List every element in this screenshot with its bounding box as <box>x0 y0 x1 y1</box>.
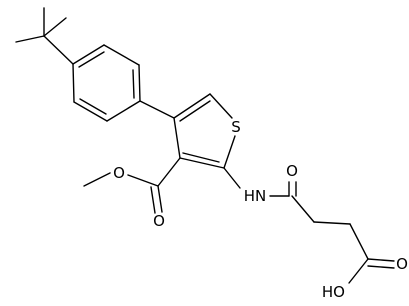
bond-ester-carbonyl-double <box>150 186 156 214</box>
atom-label-ester-carbonyl-oxygen: O <box>153 212 165 230</box>
bond-benzene-6 <box>72 63 75 103</box>
bond-thiophene-c2-c3-inner <box>182 152 220 163</box>
bond-acid-carbonyl-double <box>367 265 395 269</box>
bond-benzene-1-inner <box>78 51 105 68</box>
bond-thiophene-c4-c5-inner <box>179 100 211 122</box>
bond-benzene-3 <box>138 64 141 102</box>
bond-benzene-5-inner <box>79 98 107 115</box>
bond-c2-nitrogen <box>223 167 241 189</box>
atom-label-amide-nitrogen: HN <box>244 187 267 205</box>
bond-lines <box>15 7 395 284</box>
bond-chain-3 <box>349 223 369 260</box>
bond-benzene-5 <box>73 101 108 122</box>
bond-ester-o-methyl <box>83 172 111 187</box>
bond-benzene-4 <box>106 100 141 122</box>
bond-benzene-2 <box>103 44 140 66</box>
atom-label-acid-carbonyl-oxygen: O <box>396 255 408 273</box>
bond-c3-ester-carbon <box>157 157 181 187</box>
bond-acid-carbonyl <box>367 258 395 262</box>
bond-tbu-methyl-left <box>15 35 45 43</box>
bond-thiophene-s-c2 <box>223 135 236 169</box>
atom-label-sulfur: S <box>231 118 241 136</box>
bond-benzene-1 <box>72 44 105 65</box>
bond-thiophene-c5-s <box>209 93 233 119</box>
atom-label-amide-oxygen: O <box>286 162 298 180</box>
bond-chain-1 <box>291 195 315 223</box>
bond-thiophene-c3-c4 <box>173 117 181 159</box>
bond-chain-2 <box>313 221 351 225</box>
bond-thiophene-c4-c5 <box>173 93 211 119</box>
atom-label-acid-hydroxyl: HO <box>322 283 345 301</box>
bond-acid-hydroxyl <box>348 258 369 284</box>
bond-benzene-3-inner <box>132 69 135 99</box>
bond-thiophene-c2-c3 <box>179 157 225 169</box>
bond-tbu-to-ring <box>43 35 74 65</box>
bond-ester-carbonyl <box>157 185 163 213</box>
bond-aryl-thiophene <box>139 100 175 119</box>
atom-labels: S O O HN O O HO <box>113 118 408 301</box>
bond-ester-c-o <box>127 174 159 187</box>
bond-tbu-methyl-right <box>43 17 67 37</box>
atom-label-ester-ether-oxygen: O <box>113 164 125 182</box>
